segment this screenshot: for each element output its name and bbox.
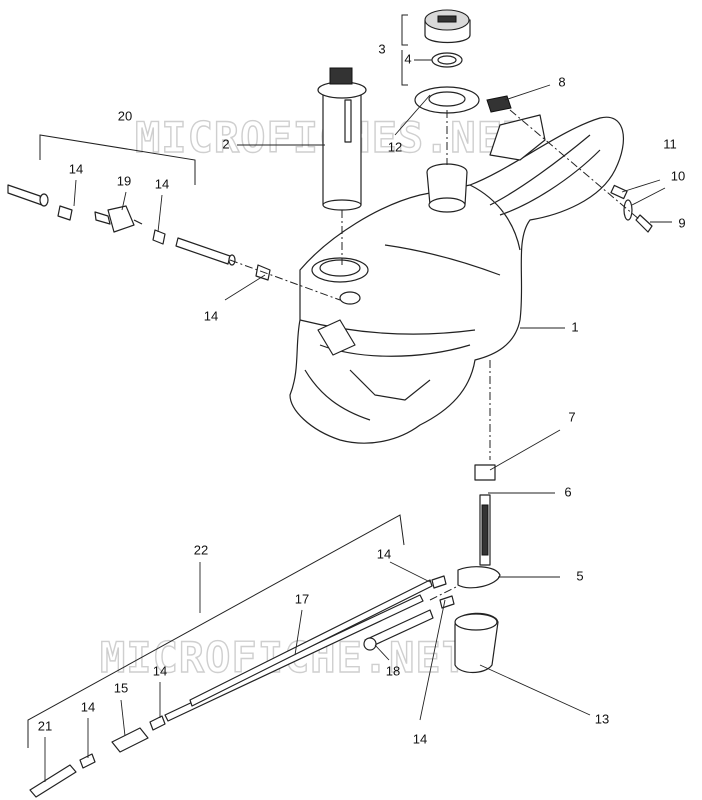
mount-bracket <box>486 95 512 113</box>
callout-3: 3 <box>378 41 385 56</box>
callout-21: 21 <box>38 718 52 733</box>
callout-5: 5 <box>576 568 583 583</box>
callout-9: 9 <box>678 215 685 230</box>
bracket-3 <box>401 14 408 86</box>
callout-6: 6 <box>564 484 571 499</box>
callout-15: 15 <box>114 680 128 695</box>
callout-14-c: 14 <box>204 308 218 323</box>
callout-14-b: 14 <box>155 176 169 191</box>
filter-holder <box>454 612 499 674</box>
callout-13: 13 <box>595 711 609 726</box>
fuel-gauge-sender <box>317 67 367 211</box>
callout-18: 18 <box>386 663 400 678</box>
callout-7: 7 <box>568 409 575 424</box>
filler-ring <box>414 86 480 114</box>
callout-14-e: 14 <box>413 731 427 746</box>
callouts: 1 2 3 4 5 6 7 8 9 10 11 12 13 14 14 14 1… <box>38 41 686 746</box>
callout-2: 2 <box>222 136 229 151</box>
bolt <box>635 214 653 233</box>
callout-19: 19 <box>117 173 131 188</box>
callout-4: 4 <box>404 51 411 66</box>
callout-10: 10 <box>671 168 685 183</box>
fuel-shutoff-valve <box>457 464 501 589</box>
callout-17: 17 <box>295 591 309 606</box>
callout-14-g: 14 <box>81 699 95 714</box>
bracket-22 <box>27 514 405 748</box>
vent-hose-assembly <box>7 184 271 281</box>
callout-14-f: 14 <box>153 663 167 678</box>
callout-22: 22 <box>194 542 208 557</box>
spacer <box>610 184 628 200</box>
bracket-20 <box>39 134 196 185</box>
callout-12: 12 <box>388 139 402 154</box>
fuel-cap <box>424 9 471 44</box>
fuel-line-assembly <box>29 575 455 798</box>
callout-8: 8 <box>558 74 565 89</box>
callout-14-d: 14 <box>377 546 391 561</box>
fuel-tank <box>289 114 624 444</box>
callout-1: 1 <box>571 319 578 334</box>
callout-11: 11 <box>663 136 677 151</box>
washer <box>623 199 633 221</box>
callout-14-a: 14 <box>69 161 83 176</box>
callout-20: 20 <box>118 108 132 123</box>
